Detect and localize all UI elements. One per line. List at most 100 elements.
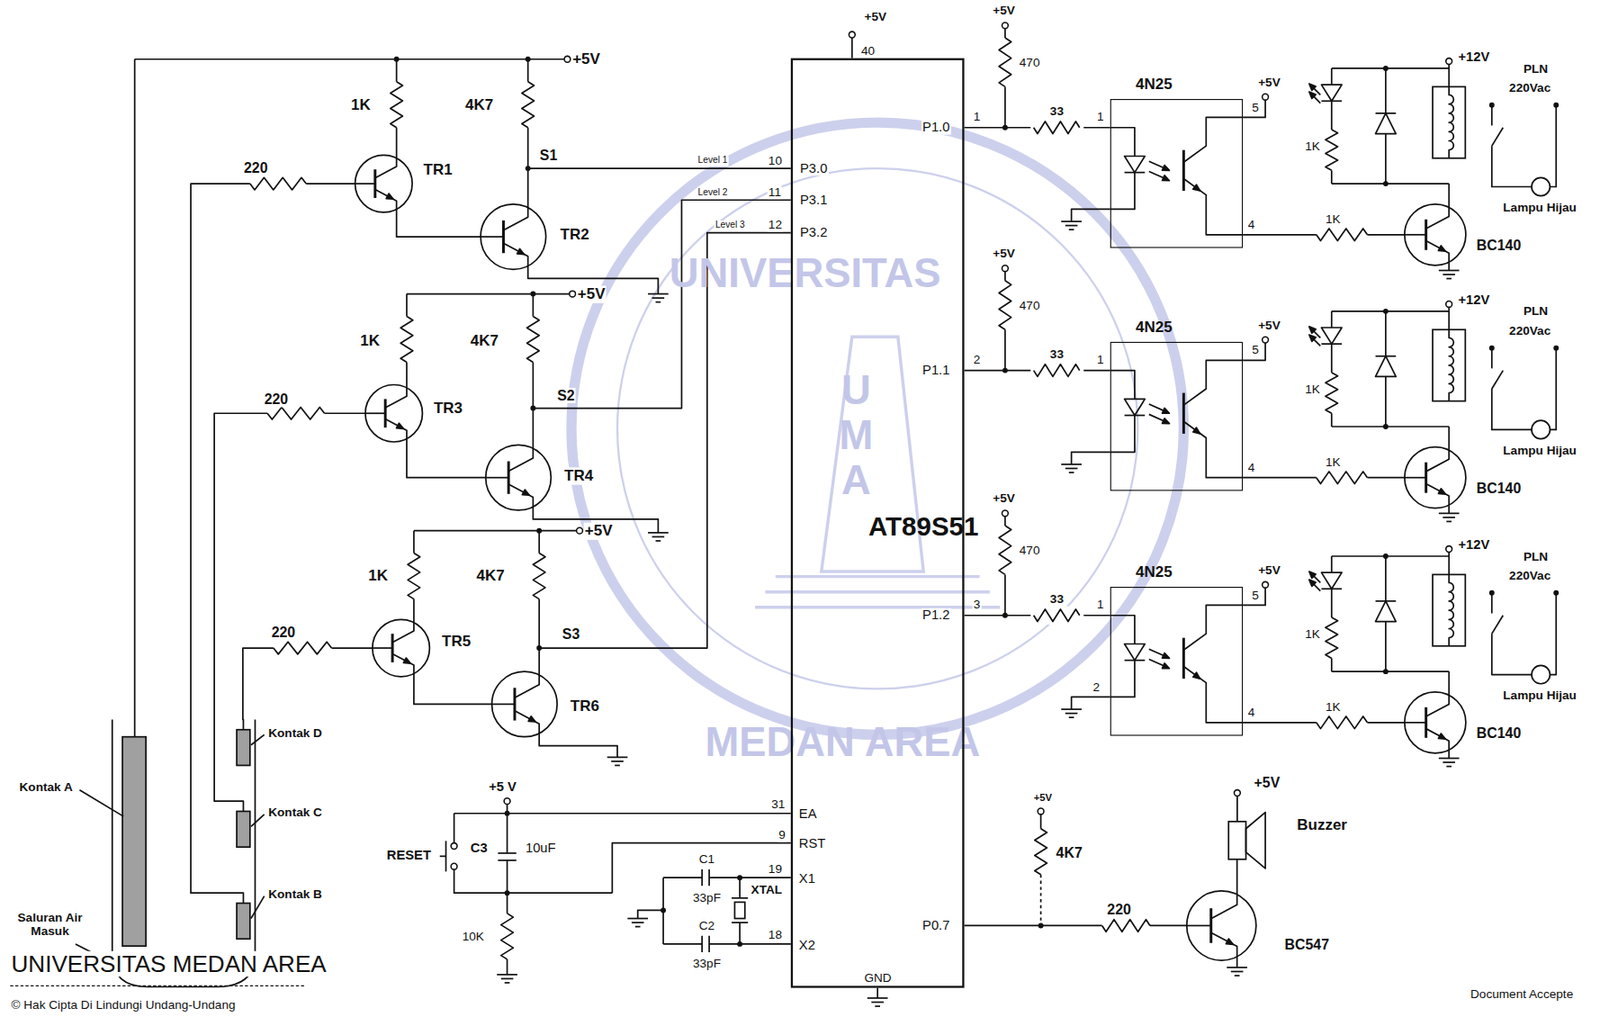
wire (413, 674, 493, 705)
transistor-symbol (508, 448, 533, 471)
arrow-head (521, 489, 530, 495)
transistor-symbol (1186, 925, 1212, 927)
wire (1447, 311, 1450, 330)
wire (1366, 233, 1404, 236)
wire (532, 362, 535, 449)
wire (1331, 310, 1449, 313)
wire-gap (1030, 118, 1084, 137)
wire (1150, 925, 1187, 927)
wire (532, 199, 791, 408)
resistor-symbol (273, 641, 333, 655)
transistor-symbol (1426, 206, 1450, 229)
led-symbol (1321, 84, 1342, 101)
leader-line (251, 814, 265, 827)
wire (324, 412, 366, 414)
wire (405, 294, 408, 317)
terminal-circle (1002, 510, 1009, 517)
wire (1004, 329, 1007, 370)
transistor-label: TR1 (422, 161, 453, 179)
resistor-value: 220 (242, 160, 270, 176)
mains-label: PLN (1522, 62, 1549, 76)
wire (413, 530, 577, 532)
terminal-circle (503, 798, 511, 805)
watermark-ring (571, 122, 1184, 735)
watermark-text: UMA (835, 367, 879, 503)
resistor-symbol (998, 525, 1012, 575)
resistor-symbol (1325, 372, 1339, 414)
wire (539, 733, 618, 757)
relay-coil (1432, 86, 1466, 158)
crystal-label: XTAL (749, 883, 783, 898)
ground-symbol (652, 296, 666, 299)
resistor-value: 1K (1303, 627, 1322, 641)
watermark-text: UNIVERSITAS (668, 250, 943, 296)
diode-symbol (1375, 113, 1397, 135)
relay-coil (1432, 574, 1466, 646)
transistor-symbol (372, 619, 431, 677)
resistor-value: 220 (1105, 901, 1133, 917)
relay-contact (1491, 348, 1493, 369)
junction-dot (504, 889, 511, 896)
pin-number: 1 (1096, 597, 1106, 612)
wire (454, 812, 792, 815)
supply-label: +5V (1252, 775, 1281, 792)
supply-label: +12V (1456, 50, 1491, 65)
wire (413, 599, 415, 623)
signal-name: Level 2 (696, 188, 729, 198)
wire (1110, 615, 1135, 645)
resistor-value: 1K (1324, 456, 1342, 470)
pin-name: GND (862, 971, 893, 986)
wire (1242, 233, 1317, 236)
mains-label: 220Vac (1508, 324, 1552, 339)
supply-label: +5V (584, 522, 614, 540)
wire (1447, 426, 1450, 450)
resistor-value: 1K (1324, 701, 1342, 715)
mains-label: 220Vac (1508, 569, 1552, 584)
wire (1236, 795, 1239, 821)
terminal-circle (450, 862, 458, 870)
water-tank (112, 719, 256, 987)
transistor-symbol (1426, 483, 1450, 505)
inlet-label: Saluran Air Masuk (8, 911, 92, 939)
signal-name: Level 1 (696, 155, 729, 166)
resistor-symbol (390, 81, 404, 128)
wire (413, 530, 415, 554)
pin-name: P0.7 (921, 918, 952, 934)
terminal-circle (1262, 581, 1269, 588)
wire (214, 413, 268, 811)
wire (1331, 425, 1449, 428)
capacitor-symbol (497, 852, 516, 854)
wire (538, 530, 540, 554)
arrow-head (1193, 427, 1201, 434)
optocoupler-box: 4N25 (1110, 98, 1243, 249)
pin-number: 2 (1091, 680, 1101, 694)
transistor-symbol (373, 169, 377, 198)
wire (1183, 604, 1243, 650)
resistor-symbol (1033, 609, 1080, 622)
wire (1330, 657, 1333, 672)
pin-number: 18 (767, 928, 783, 943)
wire (1236, 859, 1239, 895)
footer-text: UNIVERSITAS MEDAN AREA (9, 951, 328, 978)
wire (1549, 348, 1556, 431)
signal-name: S1 (539, 147, 559, 163)
wire (1004, 271, 1007, 281)
arrow-head (1309, 326, 1316, 333)
part-number: 4N25 (1135, 318, 1173, 336)
transistor-symbol (1404, 233, 1427, 236)
arrow-head (1309, 579, 1316, 586)
transistor-symbol (492, 671, 558, 738)
resistor-symbol (501, 913, 514, 960)
wire (1384, 311, 1387, 357)
pin-name: P1.1 (921, 363, 952, 378)
transistor-symbol (492, 703, 515, 706)
resistor-value: 1K (350, 97, 372, 115)
junction-dot (1038, 923, 1044, 929)
wire (1071, 208, 1111, 222)
terminal-circle (1002, 265, 1009, 272)
pin-name: P1.2 (921, 608, 952, 623)
led-symbol (1124, 155, 1146, 172)
transistor-symbol (514, 674, 540, 698)
